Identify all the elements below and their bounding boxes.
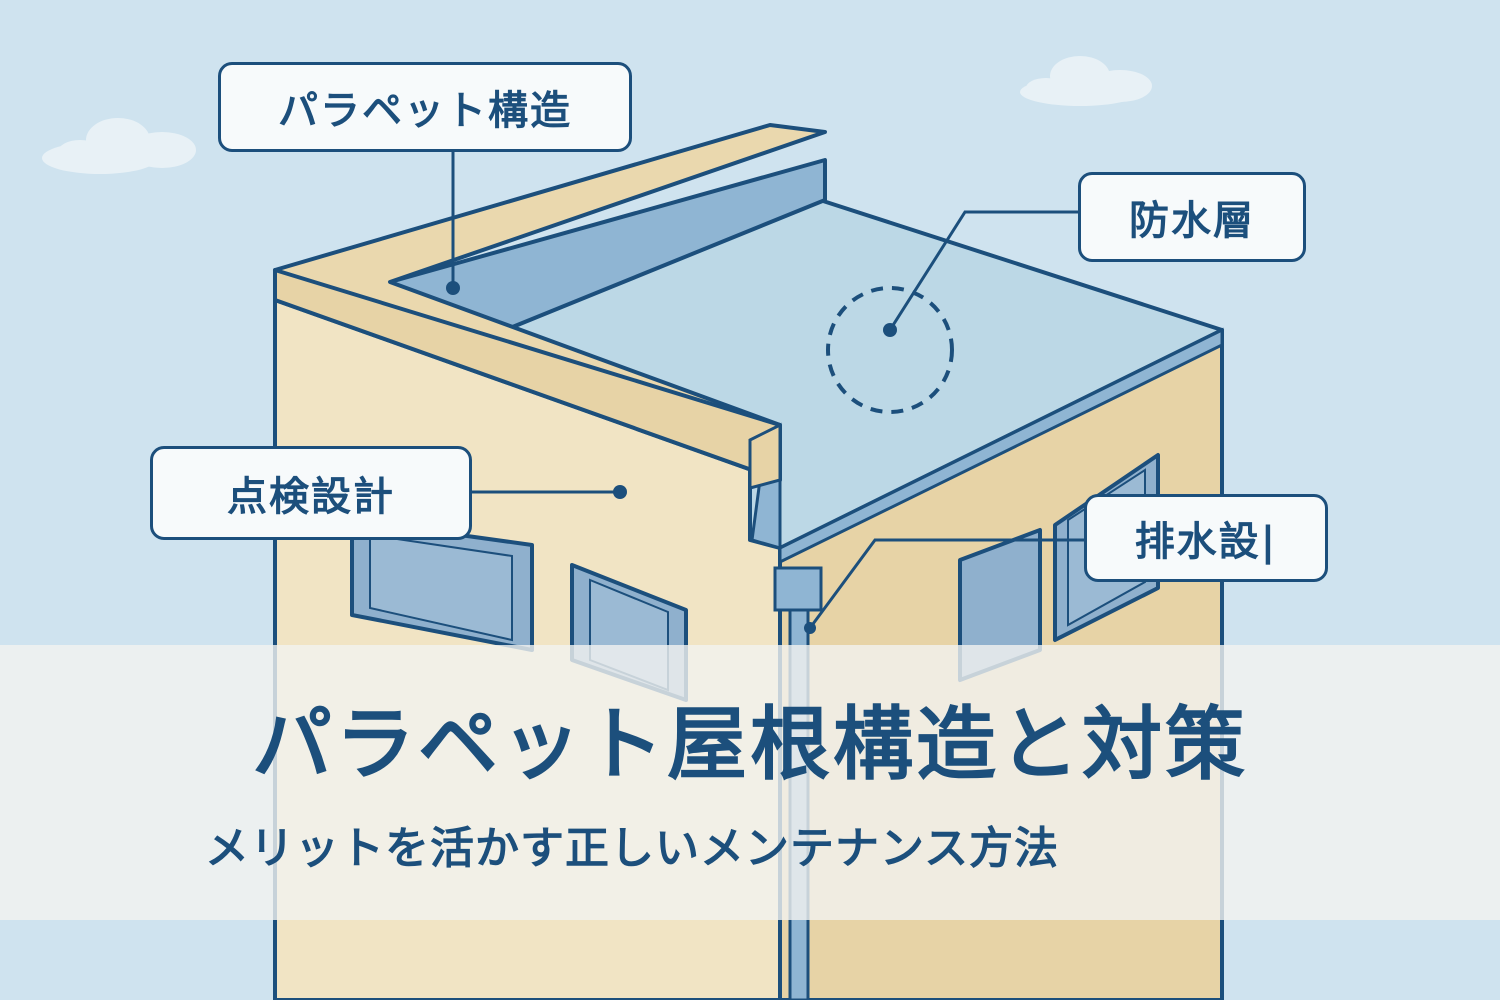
leader-waterproof (888, 210, 1080, 331)
cloud-left (42, 118, 196, 174)
roof-edge (778, 327, 1224, 565)
window-left-1-glass (369, 533, 513, 642)
page-subtitle: メリットを活かす正しいメンテナンス方法 (205, 823, 1060, 874)
roof-inspection-circle (826, 286, 954, 414)
page-title: パラペット屋根構造と対策 (252, 698, 1248, 791)
leader-drainage-dot (804, 622, 816, 634)
label-inspection: 点検設計 (150, 446, 472, 540)
label-waterproof: 防水層 (1078, 172, 1306, 262)
leader-waterproof-dot (883, 323, 897, 337)
label-parapet: パラペット構造 (218, 62, 632, 152)
cloud-right (1020, 56, 1152, 106)
leader-drainage (808, 538, 1085, 629)
label-drainage: 排水設| (1084, 494, 1328, 582)
coping-corner (748, 422, 782, 490)
leader-inspection-dot (613, 485, 627, 499)
leader-parapet-dot (446, 281, 460, 295)
title-banner (0, 645, 1500, 920)
drain-outlet (773, 566, 823, 612)
